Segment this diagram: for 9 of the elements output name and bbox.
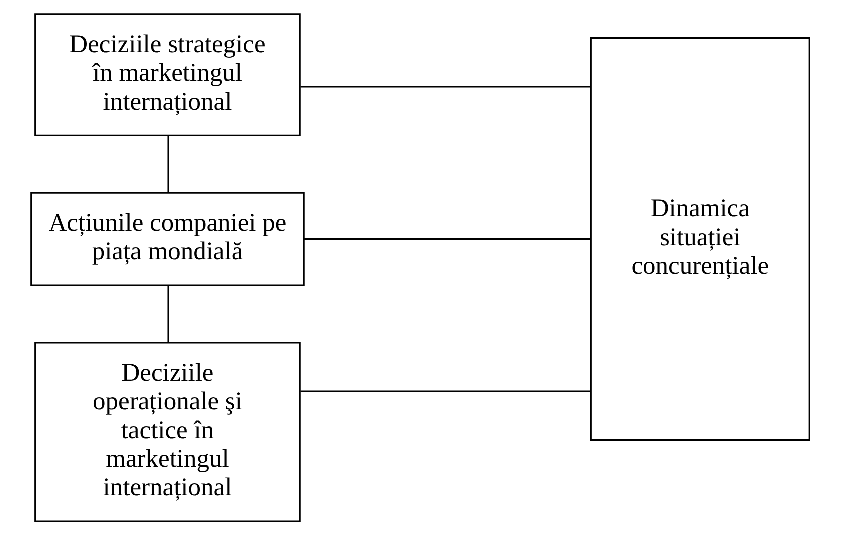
connector [300,390,591,392]
node-box: Acțiunile companiei pe piața mondială [30,192,305,286]
connector [300,86,591,88]
connector [168,286,170,343]
node-box: Deciziile strategice în marketingul internațional [34,14,301,136]
node-box: Dinamica situației concurențiale [590,38,810,442]
connector [304,238,592,240]
connector [168,136,170,193]
node-box: Deciziile operaționale şi tactice în marketingul internațional [34,342,301,522]
